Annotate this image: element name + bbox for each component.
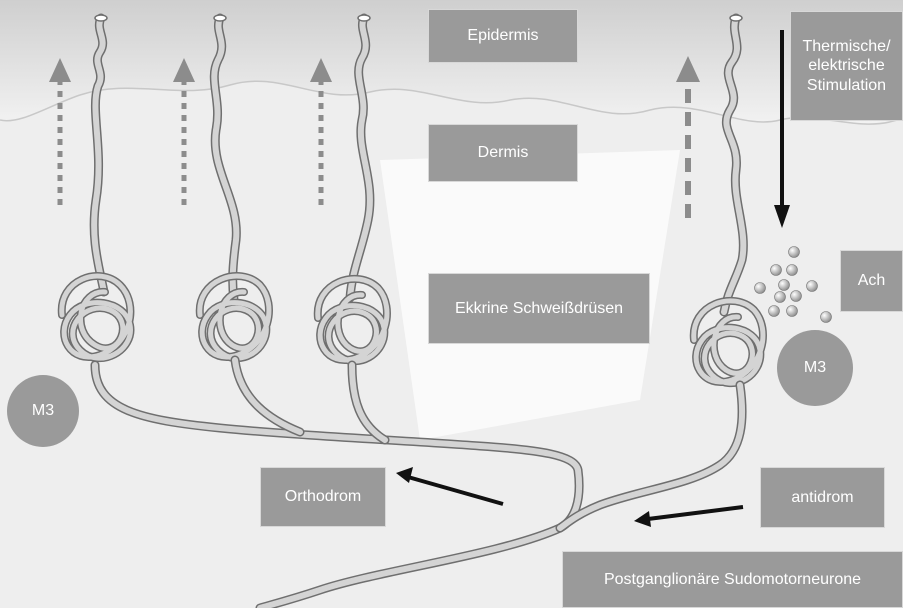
glands-label: Ekkrine Schweißdrüsen xyxy=(428,273,650,344)
stimulation-label: Thermische/ elektrische Stimulation xyxy=(790,11,903,121)
m3-receptor-right: M3 xyxy=(777,330,853,406)
orthodrom-label: Orthodrom xyxy=(260,467,386,527)
neurons-label: Postganglionäre Sudomotorneurone xyxy=(562,551,903,608)
m3-receptor-left: M3 xyxy=(7,375,79,447)
epidermis-label: Epidermis xyxy=(428,9,578,63)
ach-label: Ach xyxy=(840,250,903,312)
antidrom-label: antidrom xyxy=(760,467,885,528)
dermis-label: Dermis xyxy=(428,124,578,182)
